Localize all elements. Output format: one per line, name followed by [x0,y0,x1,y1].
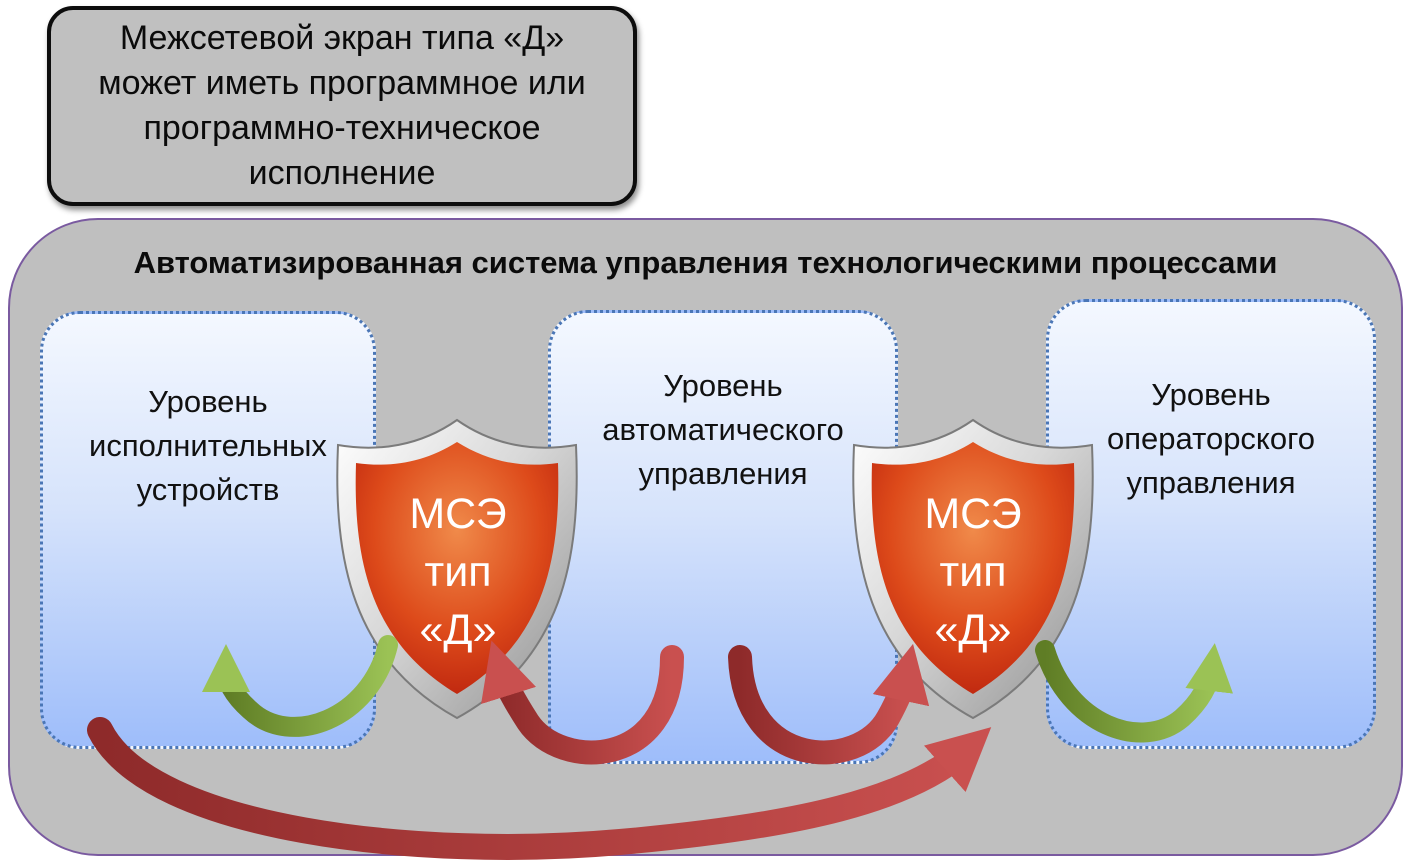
note-text: Межсетевой экран типа «Д» может иметь пр… [98,19,586,192]
firewall-label: МСЭ тип «Д» [924,490,1022,654]
note-box: Межсетевой экран типа «Д» может иметь пр… [47,6,637,206]
shield-icon [852,418,1094,720]
red-arrow-icon [87,717,992,860]
red-arrow-icon [481,640,684,765]
red-arrow-icon [728,643,930,765]
firewall-label: МСЭ тип «Д» [409,490,507,654]
green-arrow-icon [1035,640,1234,743]
level-actuators-label: Уровень исполнительных устройств [89,384,327,507]
acs-title: Автоматизированная система управления те… [133,245,1278,280]
level-operator-control-label: Уровень операторского управления [1107,377,1315,500]
green-arrow-icon [202,635,398,737]
level-automatic-control-label: Уровень автоматического управления [602,368,844,491]
level-automatic-control: Уровень автоматического управления [548,310,898,764]
